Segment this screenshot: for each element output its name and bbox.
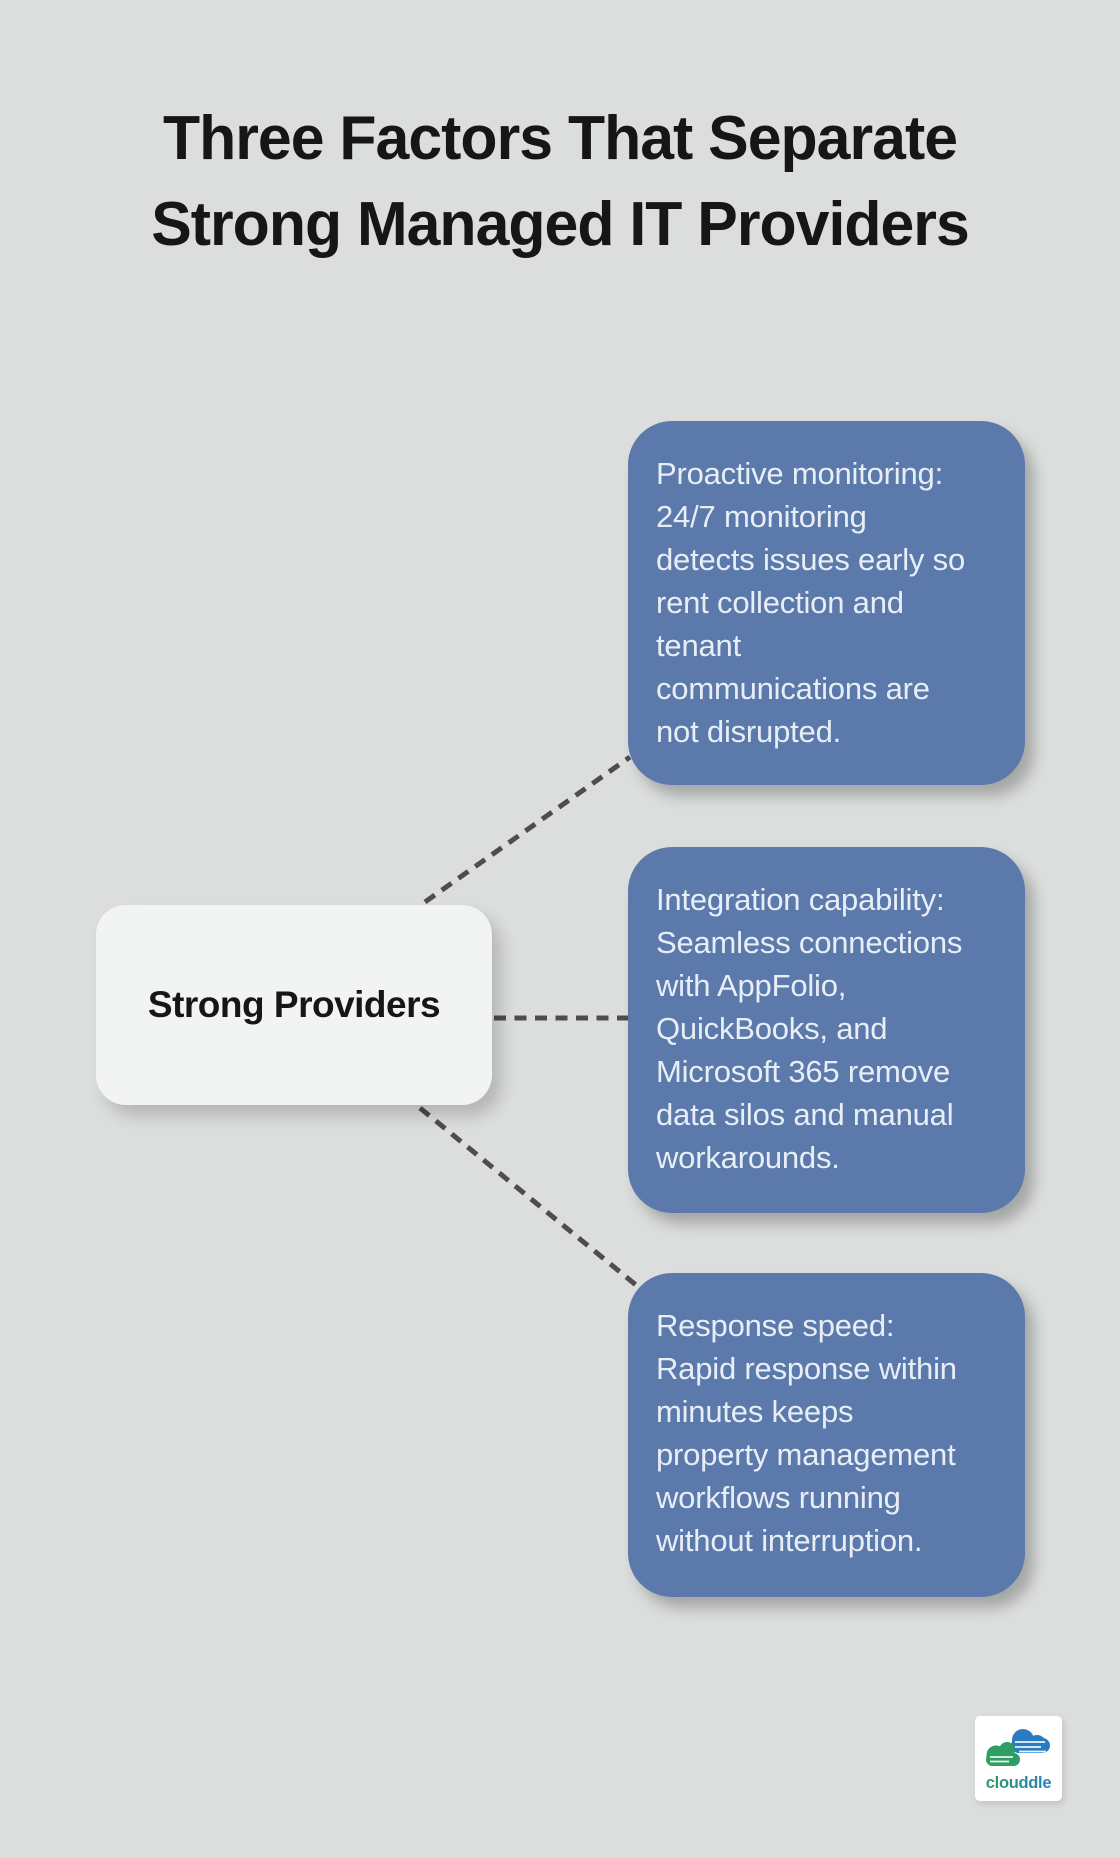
- clouddle-logo-text: clouddle: [986, 1774, 1052, 1792]
- cloud-icon: [986, 1729, 1050, 1766]
- factor-card-proactive-monitoring-text: Proactive monitoring: 24/7 monitoring de…: [656, 456, 965, 749]
- clouddle-logo: clouddle: [986, 1729, 1052, 1792]
- center-node-label: Strong Providers: [147, 984, 441, 1025]
- clouddle-logo-badge: clouddle: [975, 1716, 1062, 1801]
- page-title: Three Factors That Separate Strong Manag…: [151, 104, 970, 259]
- factor-card-proactive-monitoring: Proactive monitoring: 24/7 monitoring de…: [628, 421, 1025, 785]
- factor-card-response-speed: Response speed: Rapid response within mi…: [628, 1273, 1025, 1597]
- connector-top-dashed-line: [423, 754, 632, 905]
- factor-card-integration-capability-text: Integration capability: Seamless connect…: [656, 882, 963, 1175]
- factor-card-integration-capability: Integration capability: Seamless connect…: [628, 847, 1025, 1213]
- factor-card-response-speed-text: Response speed: Rapid response within mi…: [656, 1308, 957, 1558]
- connector-bottom-dashed-line: [418, 1106, 638, 1287]
- center-node-strong-providers: Strong Providers: [96, 905, 492, 1105]
